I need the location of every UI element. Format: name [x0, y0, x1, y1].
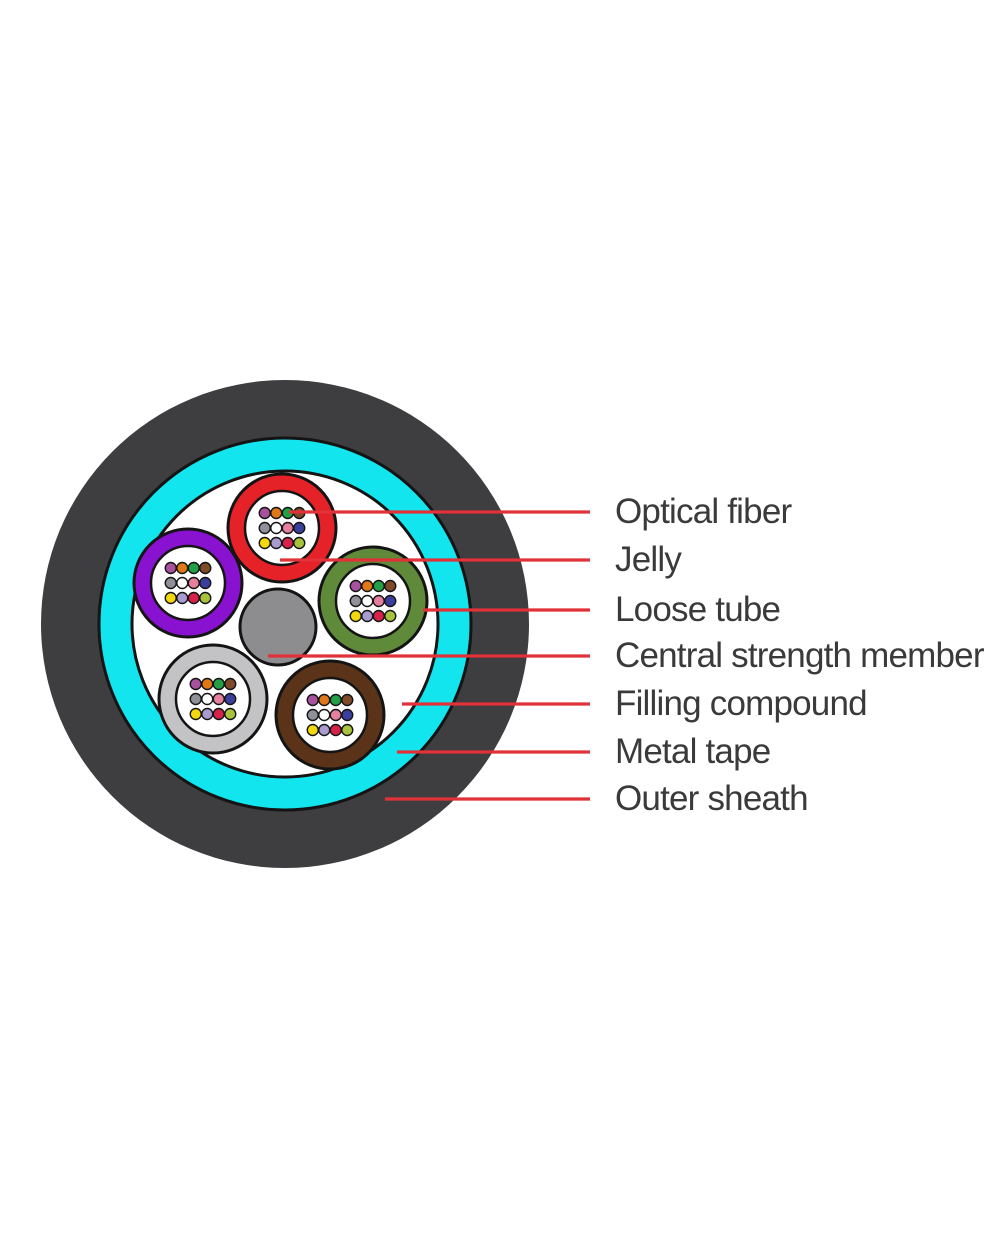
loose-tube-olive	[317, 545, 429, 657]
fiber-dot	[349, 594, 362, 608]
fiber-dot	[199, 561, 212, 575]
fiber-dot	[281, 536, 294, 550]
fiber-dot	[293, 521, 306, 535]
fiber-dot	[258, 521, 271, 535]
fiber-dot	[281, 521, 294, 535]
fiber-dot	[187, 561, 200, 575]
fiber-dot	[201, 677, 214, 691]
fiber-dot	[318, 708, 331, 722]
fiber-dot	[189, 692, 202, 706]
fiber-dot	[341, 723, 354, 737]
fiber-dot	[212, 692, 225, 706]
loose-tube-gray	[157, 643, 269, 755]
fiber-dot	[164, 561, 177, 575]
fiber-dot	[384, 609, 397, 623]
fiber-dot	[212, 707, 225, 721]
fiber-dot	[164, 576, 177, 590]
fiber-dot	[329, 708, 342, 722]
fiber-dot	[270, 506, 283, 520]
fiber-dot	[329, 723, 342, 737]
fiber-dot	[318, 693, 331, 707]
fiber-dot	[361, 609, 374, 623]
loose-tube-red	[226, 472, 338, 584]
fiber-dot	[199, 591, 212, 605]
fiber-dot	[341, 708, 354, 722]
fiber-dot	[270, 536, 283, 550]
fiber-dot	[384, 594, 397, 608]
fiber-dot	[349, 579, 362, 593]
fiber-dot	[372, 594, 385, 608]
fiber-dot	[361, 579, 374, 593]
fiber-dot	[306, 708, 319, 722]
fiber-dot	[372, 579, 385, 593]
fiber-dot	[189, 707, 202, 721]
fiber-dot	[306, 693, 319, 707]
fiber-dot	[306, 723, 319, 737]
fiber-dot	[212, 677, 225, 691]
fiber-dot	[164, 591, 177, 605]
fiber-dot	[189, 677, 202, 691]
fiber-dot	[224, 707, 237, 721]
fiber-dot	[318, 723, 331, 737]
fiber-dot	[341, 693, 354, 707]
fiber-dot	[187, 576, 200, 590]
fiber-dot	[201, 692, 214, 706]
fiber-dot	[187, 591, 200, 605]
fiber-dot	[361, 594, 374, 608]
fiber-dot	[176, 576, 189, 590]
fiber-dot	[258, 536, 271, 550]
loose-tube-brown	[274, 659, 386, 771]
fiber-dot	[201, 707, 214, 721]
fiber-dot	[176, 561, 189, 575]
callout-lines-group	[268, 510, 590, 801]
central-strength-member	[238, 587, 318, 667]
fiber-dot	[329, 693, 342, 707]
fiber-dot	[270, 521, 283, 535]
fiber-dot	[199, 576, 212, 590]
fiber-dot	[258, 506, 271, 520]
fiber-dot	[176, 591, 189, 605]
fiber-dot	[349, 609, 362, 623]
fiber-dot	[293, 536, 306, 550]
loose-tubes-group	[132, 472, 429, 771]
fiber-dot	[372, 609, 385, 623]
loose-tube-purple	[132, 527, 244, 639]
fiber-dot	[384, 579, 397, 593]
fiber-dot	[224, 677, 237, 691]
fiber-dot	[224, 692, 237, 706]
